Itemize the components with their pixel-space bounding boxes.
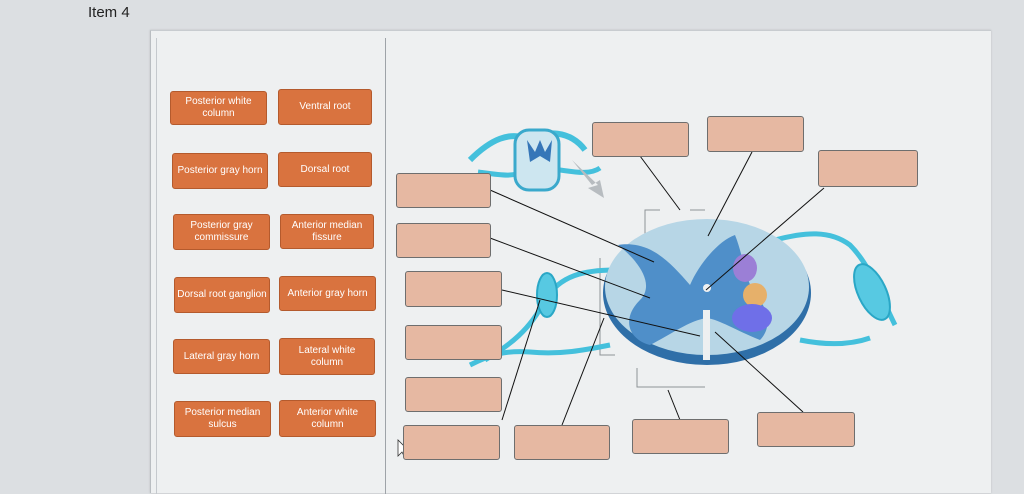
label-dorsal-root[interactable]: Dorsal root: [278, 152, 372, 187]
label-posterior-white-column[interactable]: Posterior white column: [170, 91, 267, 125]
label-ventral-root[interactable]: Ventral root: [278, 89, 372, 125]
drop-target-7[interactable]: [514, 425, 610, 460]
drop-target-10[interactable]: [592, 122, 689, 157]
drop-target-12[interactable]: [818, 150, 918, 187]
label-dorsal-root-ganglion[interactable]: Dorsal root ganglion: [174, 277, 270, 313]
drop-target-3[interactable]: [405, 271, 502, 307]
label-posterior-gray-horn[interactable]: Posterior gray horn: [172, 153, 268, 189]
drop-target-1[interactable]: [396, 173, 491, 208]
drop-target-2[interactable]: [396, 223, 491, 258]
drop-target-6[interactable]: [403, 425, 500, 460]
spinal-cord-inset: [467, 128, 604, 198]
nerve-roots: [468, 231, 898, 368]
left-ganglion: [536, 272, 558, 318]
label-anterior-gray-horn[interactable]: Anterior gray horn: [279, 276, 376, 311]
label-anterior-median-fissure[interactable]: Anterior median fissure: [280, 214, 374, 249]
label-bank: [156, 38, 386, 494]
drop-target-11[interactable]: [707, 116, 804, 152]
label-lateral-white-column[interactable]: Lateral white column: [279, 338, 375, 375]
right-ganglion: [853, 263, 891, 321]
leader-lines: [489, 151, 825, 426]
cord-cross-section: [603, 219, 811, 365]
label-lateral-gray-horn[interactable]: Lateral gray horn: [173, 339, 270, 374]
drop-target-5[interactable]: [405, 377, 502, 412]
drop-target-8[interactable]: [632, 419, 729, 454]
label-posterior-gray-commissure[interactable]: Posterior gray commissure: [173, 214, 270, 250]
drop-target-9[interactable]: [757, 412, 855, 447]
label-posterior-median-sulcus[interactable]: Posterior median sulcus: [174, 401, 271, 437]
drop-target-4[interactable]: [405, 325, 502, 360]
item-title: Item 4: [88, 4, 130, 21]
label-anterior-white-column[interactable]: Anterior white column: [279, 400, 376, 437]
